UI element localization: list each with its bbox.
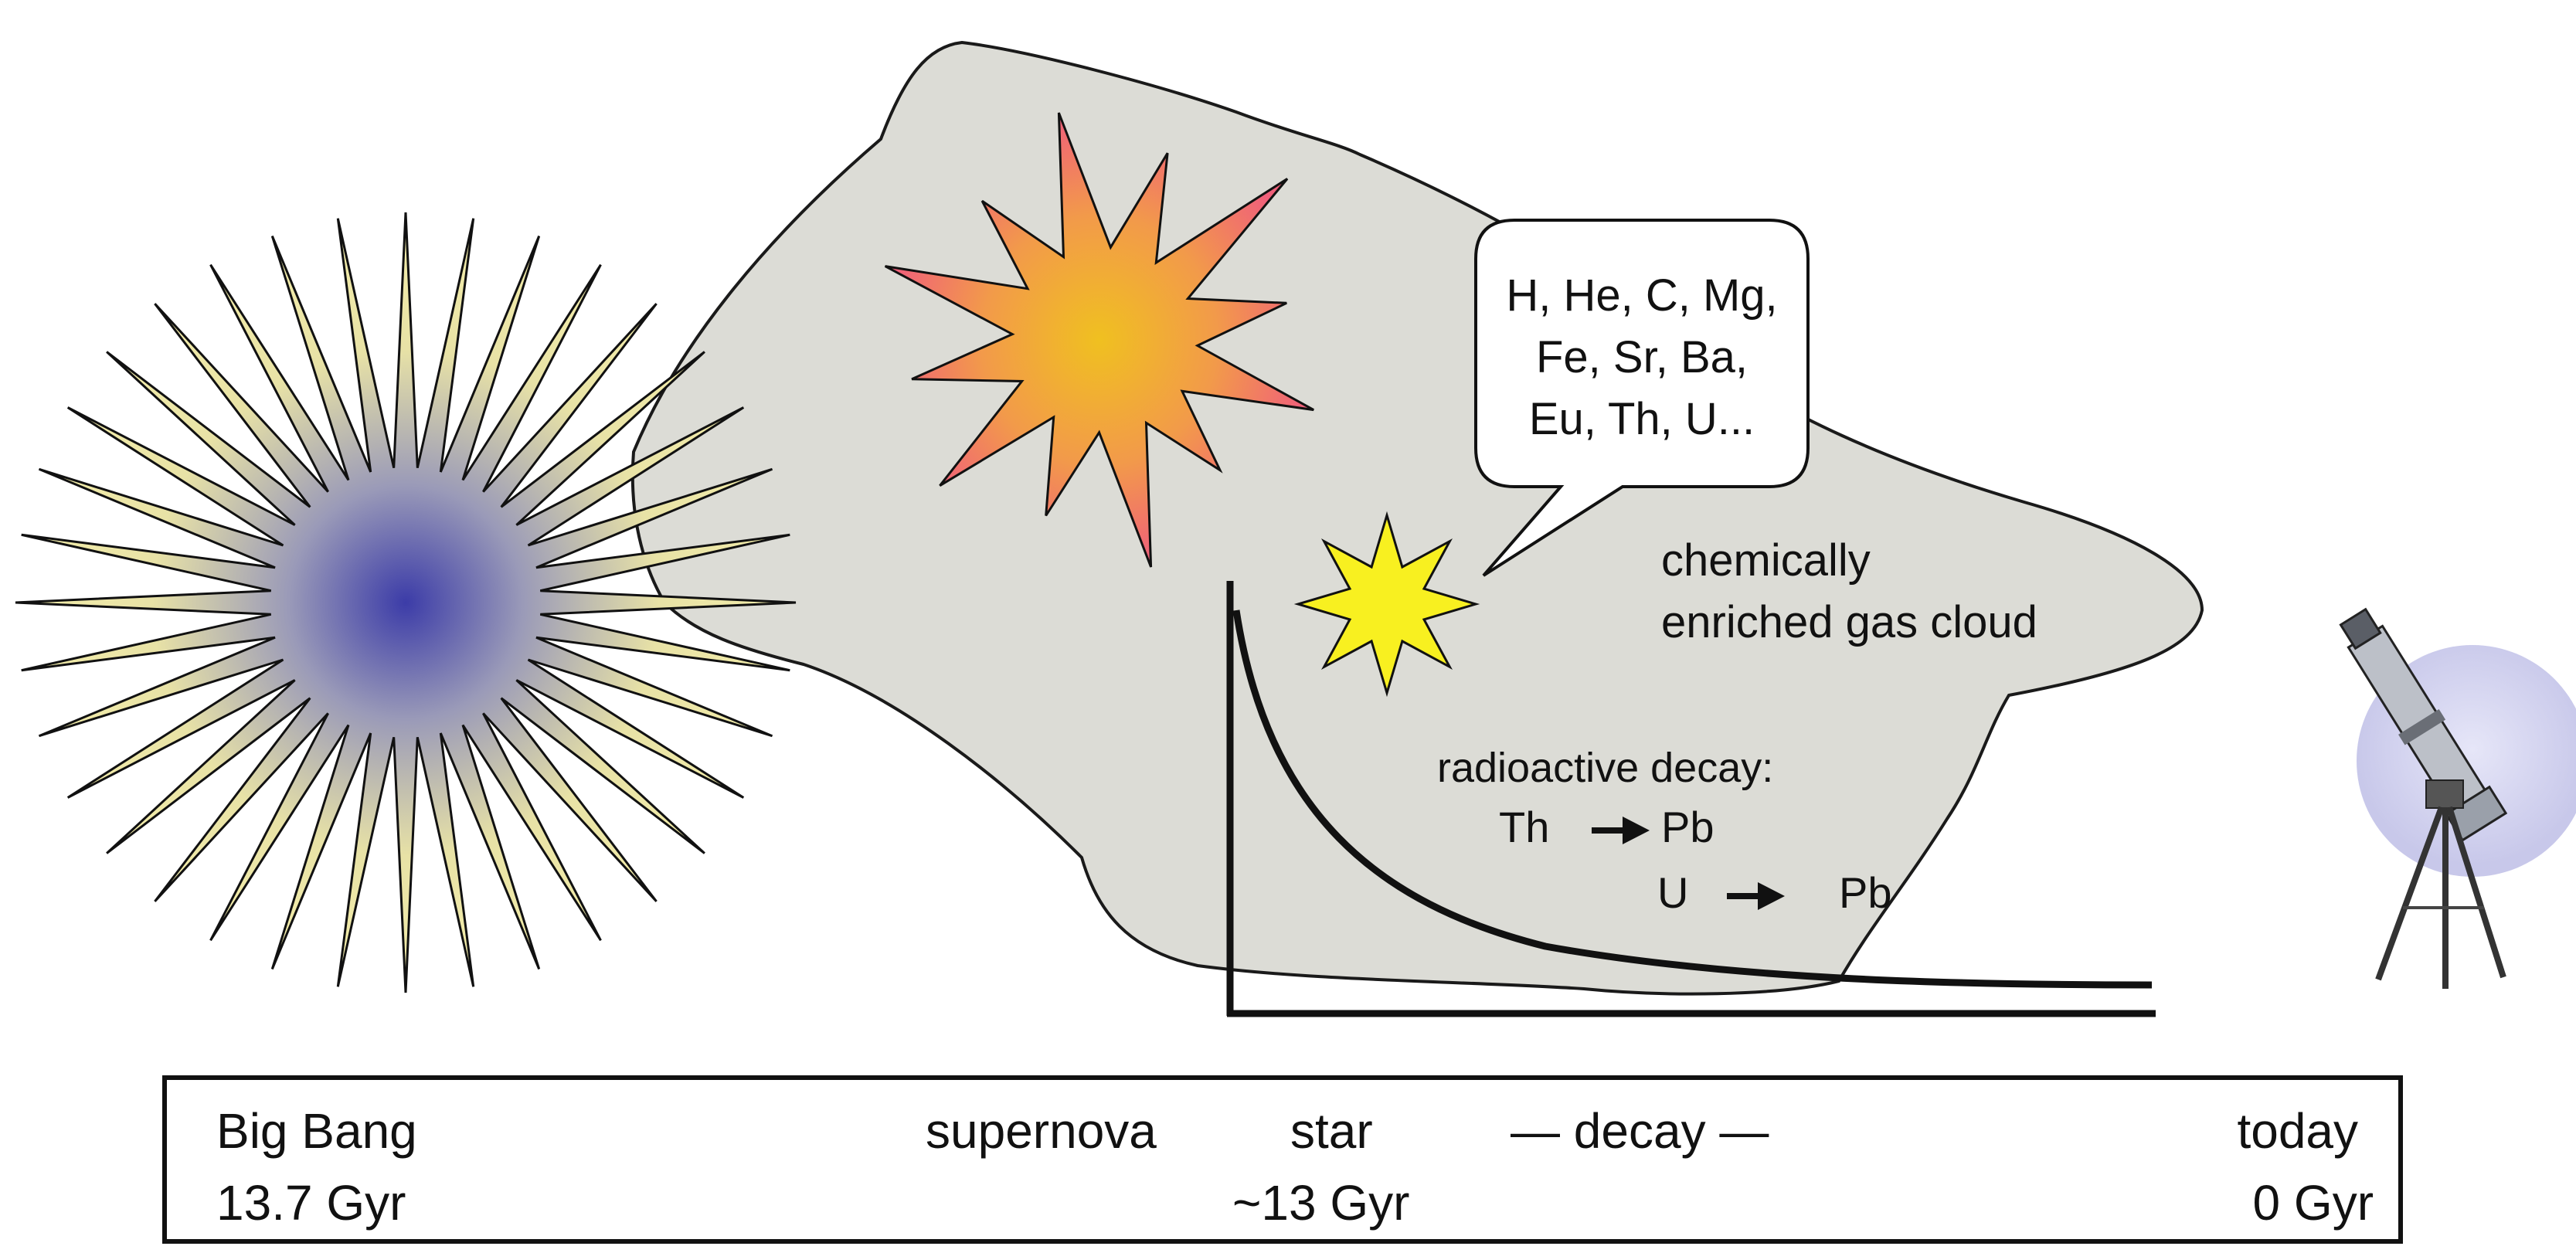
decay-curve: [1232, 610, 2153, 989]
arrow-right-icon: [1727, 882, 1785, 910]
reaction-1-from: Th: [1499, 803, 1549, 851]
timeline-middle-age: ~13 Gyr: [1232, 1175, 1410, 1231]
gas-cloud: [630, 40, 2204, 996]
telescope-icon: [2339, 607, 2576, 989]
timeline-decay-label: — decay —: [1511, 1103, 1769, 1159]
bubble-line-1: H, He, C, Mg,: [1506, 270, 1777, 321]
big-bang-starburst-icon: [15, 212, 797, 993]
star-icon: [1293, 511, 1480, 698]
timeline-bar: [162, 1075, 2403, 1244]
timeline-today-age: 0 Gyr: [2252, 1175, 2374, 1231]
supernova-burst-icon: [884, 112, 1314, 568]
timeline-today-label: today: [2237, 1103, 2358, 1159]
speech-bubble: H, He, C, Mg, Fe, Sr, Ba, Eu, Th, U...: [1474, 219, 1810, 577]
cloud-label-line-2: enriched gas cloud: [1661, 597, 2037, 647]
decay-title: radioactive decay:: [1437, 745, 1773, 791]
reaction-2-to: Pb: [1839, 868, 1892, 917]
reaction-1-to: Pb: [1661, 803, 1715, 851]
arrow-right-icon: [1592, 817, 1650, 844]
reaction-2-from: U: [1657, 868, 1688, 917]
timeline-supernova-label: supernova: [926, 1103, 1157, 1159]
bubble-line-3: Eu, Th, U...: [1529, 394, 1755, 444]
timeline-big-bang-age: 13.7 Gyr: [216, 1175, 406, 1231]
timeline-star-label: star: [1290, 1103, 1373, 1159]
decay-curve-plot: [1226, 581, 2156, 1017]
cloud-label-line-1: chemically: [1661, 535, 1871, 586]
timeline-big-bang-label: Big Bang: [216, 1103, 417, 1159]
bubble-line-2: Fe, Sr, Ba,: [1536, 332, 1748, 382]
